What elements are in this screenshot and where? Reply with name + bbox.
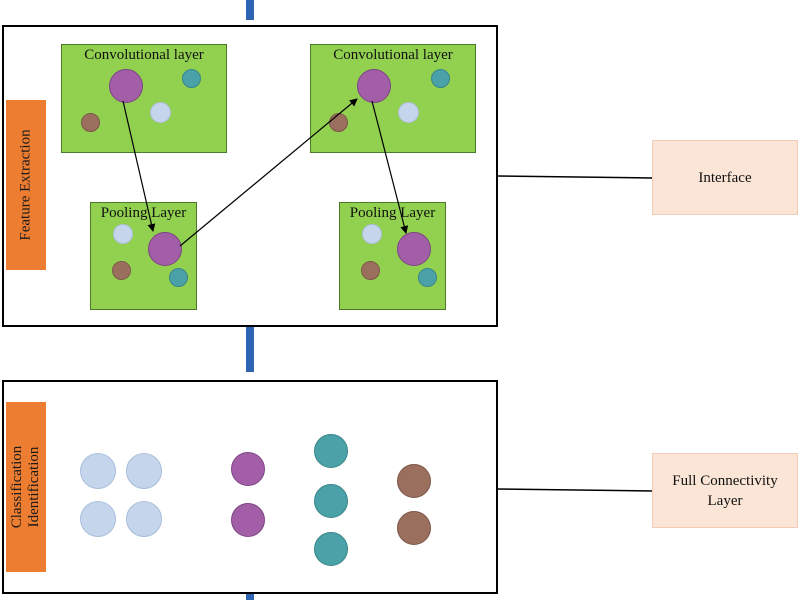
node-teal bbox=[314, 484, 348, 518]
pooling-layer-left-label: Pooling Layer bbox=[100, 205, 187, 221]
node-teal bbox=[314, 434, 348, 468]
full-connectivity-connector bbox=[497, 488, 653, 492]
flow-bar-top bbox=[246, 0, 254, 20]
convolutional-layer-right-label: Convolutional layer bbox=[333, 47, 453, 63]
node-lightblue bbox=[113, 224, 133, 244]
full-connectivity-label-line1: Full Connectivity bbox=[672, 472, 778, 489]
node-brown bbox=[112, 261, 131, 280]
full-connectivity-callout: Full Connectivity Layer bbox=[652, 453, 798, 528]
interface-callout: Interface bbox=[652, 140, 798, 215]
node-lightblue bbox=[80, 501, 116, 537]
node-lightblue bbox=[126, 453, 162, 489]
node-teal bbox=[182, 69, 201, 88]
node-brown bbox=[361, 261, 380, 280]
node-purple bbox=[357, 69, 391, 103]
classification-label-line1: Classification bbox=[9, 445, 25, 529]
node-purple bbox=[397, 232, 431, 266]
node-purple bbox=[231, 452, 265, 486]
convolutional-layer-left: Convolutional layer bbox=[61, 44, 227, 153]
convolutional-layer-right: Convolutional layer bbox=[310, 44, 476, 153]
feature-extraction-label: Feature Extraction bbox=[17, 129, 34, 241]
node-purple bbox=[109, 69, 143, 103]
node-lightblue bbox=[80, 453, 116, 489]
node-lightblue bbox=[398, 102, 419, 123]
full-connectivity-label-line2: Layer bbox=[707, 492, 743, 509]
flow-bar-bottom bbox=[246, 594, 254, 600]
pooling-layer-right: Pooling Layer bbox=[339, 202, 446, 310]
feature-extraction-tab: Feature Extraction bbox=[6, 100, 46, 270]
classification-label-line2: Identification bbox=[26, 446, 42, 528]
node-brown bbox=[397, 511, 431, 545]
node-lightblue bbox=[362, 224, 382, 244]
node-brown bbox=[81, 113, 100, 132]
pooling-layer-right-label: Pooling Layer bbox=[349, 205, 436, 221]
pooling-layer-left: Pooling Layer bbox=[90, 202, 197, 310]
node-teal bbox=[314, 532, 348, 566]
interface-connector bbox=[497, 175, 653, 179]
node-lightblue bbox=[126, 501, 162, 537]
node-purple bbox=[148, 232, 182, 266]
flow-bar-middle bbox=[246, 327, 254, 372]
node-teal bbox=[169, 268, 188, 287]
convolutional-layer-left-label: Convolutional layer bbox=[84, 47, 204, 63]
node-brown bbox=[397, 464, 431, 498]
interface-label: Interface bbox=[698, 169, 752, 186]
node-teal bbox=[431, 69, 450, 88]
feature-extraction-panel: Feature Extraction Convolutional layer C… bbox=[2, 25, 498, 327]
node-purple bbox=[231, 503, 265, 537]
node-lightblue bbox=[150, 102, 171, 123]
node-teal bbox=[418, 268, 437, 287]
node-brown bbox=[329, 113, 348, 132]
